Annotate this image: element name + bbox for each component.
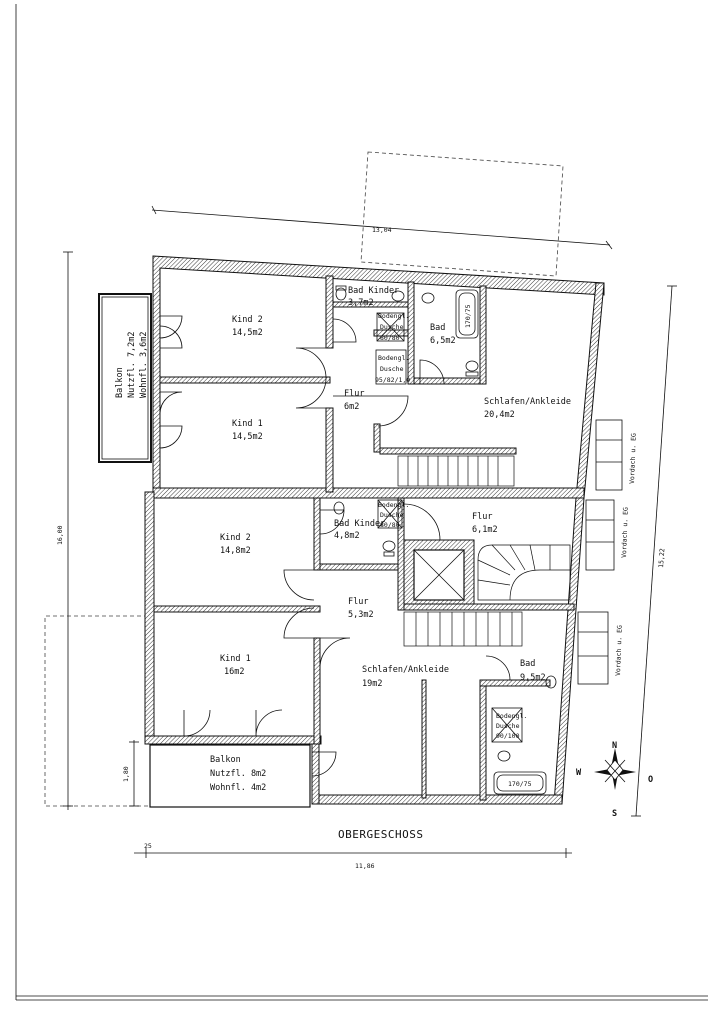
dusche3-line1: Bodengl.: [378, 501, 409, 509]
plan-title: OBERGESCHOSS: [338, 828, 423, 841]
compass-n: N: [612, 741, 617, 751]
bathtubs: [455, 289, 547, 795]
outer-walls: [144, 255, 605, 805]
bottom-balcony-name: Balkon: [210, 755, 241, 765]
room-lower-kind2-name: Kind 2: [220, 533, 251, 543]
compass-s: S: [612, 809, 617, 819]
shower-fixtures: [375, 312, 523, 743]
room-lower-schlafen-name: Schlafen/Ankleide: [362, 665, 449, 675]
canopies: [577, 419, 623, 685]
dusche3-line3: 80/80: [380, 521, 400, 529]
vordach-3: Vordach u. EG: [614, 625, 624, 676]
dusche2-line2: Dusche: [380, 365, 404, 373]
dim-top-width: 13,04: [372, 226, 392, 234]
room-upper-badkinder-name: Bad Kinder: [348, 286, 399, 296]
left-balcony-nutzfl: Nutzfl. 7,2m2: [127, 331, 137, 398]
room-upper-schlafen-name: Schlafen/Ankleide: [484, 397, 571, 407]
left-balcony-name: Balkon: [115, 367, 125, 398]
bottom-balcony-wohnfl: Wohnfl. 4m2: [210, 783, 266, 793]
dusche4-line1: Bodengl.: [496, 712, 527, 720]
room-upper-kind1-area: 14,5m2: [232, 432, 263, 442]
dusche1-line1: Bodengl.: [378, 312, 409, 320]
floor-below-outline: [44, 151, 564, 807]
dusche1-line2: Dusche: [380, 323, 404, 331]
dusche3-line2: Dusche: [380, 511, 404, 519]
compass-o: O: [648, 775, 653, 785]
dim-bottom-offset: 25: [144, 842, 152, 850]
compass-w: W: [576, 768, 582, 778]
dusche4-line3: 90/100: [496, 732, 520, 740]
compass-rose: [594, 748, 636, 790]
dim-balcony-depth: 1,80: [122, 766, 130, 782]
room-lower-flurleft-area: 5,3m2: [348, 610, 374, 620]
room-lower-kind1-area: 16m2: [224, 667, 244, 677]
room-lower-bad-area: 9,5m2: [520, 673, 546, 683]
room-lower-flurright-name: Flur: [472, 512, 492, 522]
room-upper-flur-area: 6m2: [344, 402, 359, 412]
dim-right-height: 15,22: [657, 548, 666, 568]
room-upper-kind2-name: Kind 2: [232, 315, 263, 325]
room-lower-flurleft-name: Flur: [348, 597, 368, 607]
room-lower-bad-name: Bad: [520, 659, 535, 669]
room-lower-schlafen-area: 19m2: [362, 679, 382, 689]
room-lower-kind2-area: 14,8m2: [220, 546, 251, 556]
room-lower-flurright-area: 6,1m2: [472, 525, 498, 535]
room-upper-kind2-area: 14,5m2: [232, 328, 263, 338]
doors: [159, 315, 511, 777]
room-upper-badkinder-area: 3,7m2: [348, 298, 374, 308]
room-lower-kind1-name: Kind 1: [220, 654, 251, 664]
room-lower-badkinder-name: Bad Kinder: [334, 519, 385, 529]
staircase-upper: [397, 455, 515, 487]
sanitary-fixtures: [333, 285, 557, 762]
elevator-shaft: [413, 549, 465, 601]
bottom-balcony: [149, 744, 311, 808]
sheet-frame: [15, 4, 708, 1001]
room-upper-bad-name: Bad: [430, 323, 445, 333]
room-upper-bad-area: 6,5m2: [430, 336, 456, 346]
bottom-balcony-nutzfl: Nutzfl. 8m2: [210, 769, 266, 779]
dim-left-height: 16,00: [56, 525, 64, 545]
vordach-2: Vordach u. EG: [620, 507, 630, 558]
bathtub-lower-size: 170/75: [508, 780, 532, 788]
room-upper-kind1-name: Kind 1: [232, 419, 263, 429]
left-balcony-wohnfl: Wohnfl. 3,6m2: [139, 331, 149, 398]
vordach-1: Vordach u. EG: [628, 433, 638, 484]
dimension-lines: [63, 205, 677, 858]
room-upper-schlafen-area: 20,4m2: [484, 410, 515, 420]
dusche1-line3: 80/80: [380, 334, 400, 342]
room-upper-flur-name: Flur: [344, 389, 364, 399]
dusche4-line2: Dusche: [496, 722, 520, 730]
spiral-staircase: [477, 544, 571, 601]
left-balcony: [98, 293, 152, 463]
dim-bottom-width: 11,86: [355, 862, 375, 870]
room-lower-badkinder-area: 4,8m2: [334, 531, 360, 541]
staircase-lower: [403, 611, 523, 647]
bathtub-upper-size: 170/75: [464, 304, 472, 328]
dusche2-line1: Bodengl.: [378, 354, 409, 362]
dusche2-line3: 95/82/1,0: [375, 376, 410, 384]
